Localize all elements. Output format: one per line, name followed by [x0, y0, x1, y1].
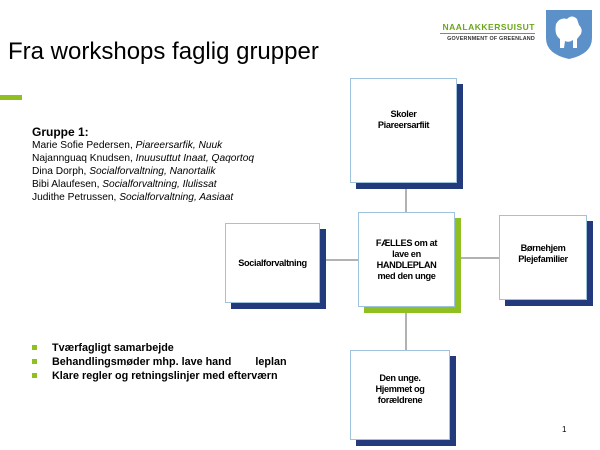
bullet-text: Klare regler og retningslinjer med efter… [52, 370, 278, 382]
diagram-box-shared-action-plan: FÆLLES om at lave en HANDLEPLAN med den … [358, 212, 455, 307]
member-name: Najannguaq Knudsen, [32, 153, 136, 164]
group-heading: Gruppe 1: [32, 125, 89, 139]
member-affiliation: Piareersarfik, Nuuk [135, 140, 223, 151]
bullet-text: Tværfagligt samarbejde [52, 342, 174, 354]
member-affiliation: Socialforvaltning, Aasiaat [119, 192, 234, 203]
member-line: Najannguaq Knudsen, Inuusuttut Inaat, Qa… [32, 152, 254, 165]
member-name: Dina Dorph, [32, 166, 90, 177]
logo-divider [440, 33, 535, 34]
box-line: FÆLLES om at [375, 237, 438, 248]
diagram-box-young-person: Den unge. Hjemmet og forældrene [350, 350, 450, 440]
member-name: Bibi Alaufesen, [32, 179, 103, 190]
diagram-box-childrens-homes: Børnehjem Plejefamilier [499, 215, 587, 300]
government-logo: NAALAKKERSUISUT GOVERNMENT OF GREENLAND [440, 8, 598, 60]
page-title: Fra workshops faglig grupper [8, 38, 319, 65]
bullet-item: Behandlingsmøder mhp. lave hand leplan [32, 355, 287, 369]
member-name: Marie Sofie Pedersen, [32, 140, 136, 151]
logo-name: NAALAKKERSUISUT [442, 22, 535, 32]
box-line: Den unge. [379, 373, 421, 383]
box-line: Skoler [390, 109, 417, 119]
bullet-list: Tværfagligt samarbejde Behandlingsmøder … [32, 341, 287, 383]
box-line: Socialforvaltning [238, 257, 307, 268]
member-line: Judithe Petrussen, Socialforvaltning, Aa… [32, 191, 254, 204]
member-name: Judithe Petrussen, [32, 192, 120, 203]
member-line: Dina Dorph, Socialforvaltning, Nanortali… [32, 165, 254, 178]
box-line: forældrene [377, 395, 423, 405]
bullet-square-icon [32, 359, 37, 364]
bullet-square-icon [32, 345, 37, 350]
box-line: Plejefamilier [518, 254, 568, 264]
bullet-square-icon [32, 373, 37, 378]
member-affiliation: Socialforvaltning, Nanortalik [89, 166, 216, 177]
page-number: 1 [562, 425, 567, 434]
logo-subtitle: GOVERNMENT OF GREENLAND [447, 36, 535, 42]
diagram-box-social-administration: Socialforvaltning [225, 223, 320, 303]
box-line: med den unge [377, 270, 436, 281]
group-members-list: Gruppe 1: Marie Sofie Pedersen, Piareers… [32, 125, 254, 204]
member-line: Marie Sofie Pedersen, Piareersarfik, Nuu… [32, 139, 254, 152]
box-line: lave en [392, 248, 421, 259]
diagram-box-schools: Skoler Piareersarfiit [350, 78, 457, 183]
member-line: Bibi Alaufesen, Socialforvaltning, Iluli… [32, 178, 254, 191]
bullet-item: Tværfagligt samarbejde [32, 341, 287, 355]
box-line: Hjemmet og [375, 384, 425, 394]
member-affiliation: Socialforvaltning, Ilulissat [102, 179, 217, 190]
box-line: Piareersarfiit [377, 120, 430, 130]
title-accent-bar [0, 95, 22, 100]
bullet-item: Klare regler og retningslinjer med efter… [32, 369, 287, 383]
bullet-text: Behandlingsmøder mhp. lave hand leplan [52, 356, 287, 368]
box-line: Børnehjem [520, 243, 566, 253]
box-line: HANDLEPLAN [376, 259, 437, 270]
polar-bear-emblem-icon [546, 10, 592, 59]
member-affiliation: Inuusuttut Inaat, Qaqortoq [135, 153, 255, 164]
